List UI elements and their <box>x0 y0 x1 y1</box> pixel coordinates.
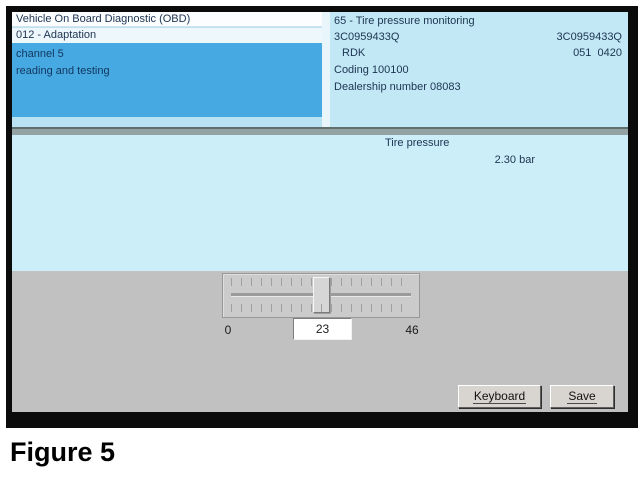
measurement-value: 2.30 bar <box>494 154 535 166</box>
selected-function-area: channel 5 reading and testing <box>12 43 322 117</box>
adaptation-value-field[interactable]: 23 <box>293 318 352 340</box>
header: Vehicle On Board Diagnostic (OBD) 012 - … <box>12 12 628 127</box>
diagnostic-window-frame: Vehicle On Board Diagnostic (OBD) 012 - … <box>6 6 638 428</box>
measurement-panel: Tire pressure 2.30 bar <box>12 135 628 271</box>
part-number-right: 3C0959433Q <box>556 31 622 43</box>
component-row: RDK 051 0420 <box>330 46 628 60</box>
component-name: RDK <box>342 47 366 59</box>
mode-item[interactable]: reading and testing <box>16 65 110 77</box>
module-name: 65 - Tire pressure monitoring <box>334 15 475 27</box>
figure-caption: Figure 5 <box>10 437 116 467</box>
part-number-row: 3C0959433Q 3C0959433Q <box>330 30 628 44</box>
coding-row: Coding 100100 <box>334 64 409 76</box>
dealership-row: Dealership number 08083 <box>334 81 461 93</box>
slider[interactable] <box>222 273 420 318</box>
slider-min-label: 0 <box>224 323 232 337</box>
keyboard-button-label: Keyboard <box>472 389 527 404</box>
function-title: 012 - Adaptation <box>12 28 322 43</box>
control-area: 0 23 46 Keyboard Save <box>12 271 628 412</box>
channel-item[interactable]: channel 5 <box>16 48 64 60</box>
header-left-panel: Vehicle On Board Diagnostic (OBD) 012 - … <box>12 12 322 127</box>
measurement-label: Tire pressure <box>385 137 450 149</box>
keyboard-button[interactable]: Keyboard <box>458 385 541 408</box>
save-button-label: Save <box>567 389 597 404</box>
version-code: 051 0420 <box>573 47 622 59</box>
header-right-panel: 65 - Tire pressure monitoring 3C0959433Q… <box>330 12 628 127</box>
header-panel-divider <box>322 12 330 127</box>
save-button[interactable]: Save <box>550 385 614 408</box>
diagnostic-screen: Vehicle On Board Diagnostic (OBD) 012 - … <box>12 12 628 412</box>
horizontal-divider <box>12 127 628 135</box>
obd-title: Vehicle On Board Diagnostic (OBD) <box>12 12 322 27</box>
part-number: 3C0959433Q <box>334 31 400 43</box>
slider-ticks-bottom <box>231 304 411 312</box>
slider-max-label: 46 <box>405 323 419 337</box>
